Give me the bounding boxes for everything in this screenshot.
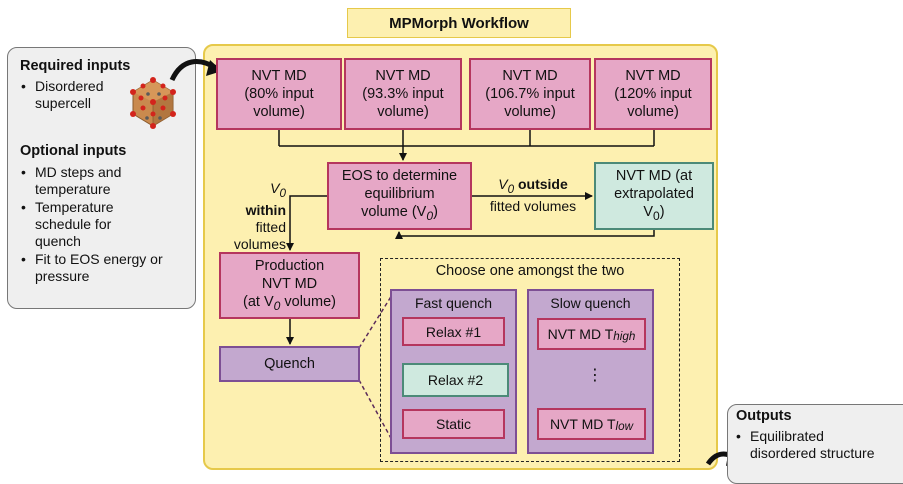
workflow-title: MPMorph Workflow <box>347 8 571 38</box>
optional-input-item: MD steps and temperature <box>21 164 197 198</box>
choose-label: Choose one amongst the two <box>435 263 625 279</box>
relax-2-box: Relax #2 <box>402 363 509 397</box>
inputs-panel: Required inputs Disordered supercell Opt… <box>7 47 196 309</box>
required-inputs-list: Disordered supercell <box>21 78 141 113</box>
within-label: V0 within fitted volumes <box>233 180 286 252</box>
optional-inputs-heading: Optional inputs <box>20 143 127 159</box>
static-box: Static <box>402 409 505 439</box>
outside-label: V0 outside fitted volumes <box>489 176 577 214</box>
outputs-panel: Outputs Equilibrated disordered structur… <box>727 404 903 484</box>
quench-box: Quench <box>219 346 360 382</box>
crystal-structure-icon <box>130 77 176 129</box>
output-item: Equilibrated disordered structure <box>736 428 903 462</box>
optional-input-item: Fit to EOS energy or pressure <box>21 251 197 285</box>
fast-quench-title: Fast quench <box>414 295 493 311</box>
ellipsis: ⋮ <box>587 367 603 384</box>
outputs-list: Equilibrated disordered structure <box>736 428 903 463</box>
choose-container <box>380 258 680 462</box>
required-input-item: Disordered supercell <box>21 78 141 112</box>
outputs-heading: Outputs <box>736 408 792 424</box>
slow-quench-title: Slow quench <box>550 295 631 311</box>
required-inputs-heading: Required inputs <box>20 58 131 74</box>
relax-1-box: Relax #1 <box>402 317 505 346</box>
optional-input-item: Temperature schedule for quench <box>21 199 197 250</box>
optional-inputs-list: MD steps and temperature Temperature sch… <box>21 164 197 286</box>
